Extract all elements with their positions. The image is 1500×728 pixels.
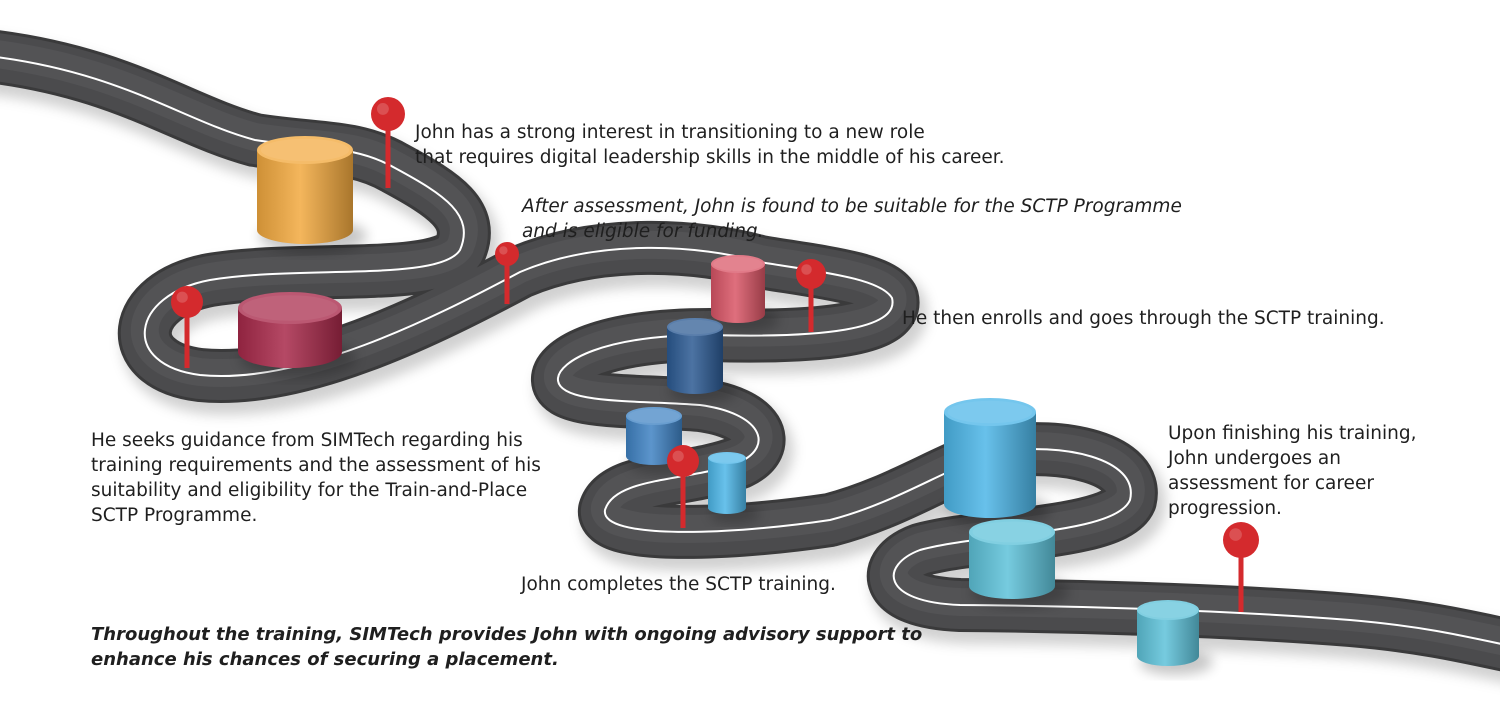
- step-3-line-1: After assessment, John is found to be su…: [522, 196, 1182, 217]
- step-2-line-3: suitability and eligibility for the Trai…: [91, 480, 528, 501]
- step-3-line-2: and is eligible for funding.: [522, 221, 764, 242]
- step-1-caption: John has a strong interest in transition…: [415, 120, 1005, 170]
- pin-step-3: [495, 242, 519, 304]
- step-6-line-2: John undergoes an: [1168, 448, 1341, 469]
- cylinder-sky-tiny: [708, 452, 760, 523]
- step-4-caption: He then enrolls and goes through the SCT…: [902, 306, 1385, 331]
- step-5-line-1: John completes the SCTP training.: [521, 574, 836, 595]
- pin-step-2: [171, 286, 203, 368]
- milestone-pins: [171, 97, 1259, 612]
- step-1-line-1: John has a strong interest in transition…: [415, 122, 925, 143]
- step-2-caption: He seeks guidance from SIMTech regarding…: [91, 428, 541, 528]
- step-3-caption: After assessment, John is found to be su…: [522, 194, 1182, 244]
- step-6-caption: Upon finishing his training, John underg…: [1168, 421, 1417, 521]
- step-6-line-3: assessment for career: [1168, 473, 1374, 494]
- step-2-line-4: SCTP Programme.: [91, 505, 258, 526]
- cylinder-teal-small: [1137, 600, 1213, 675]
- pin-step-5: [667, 445, 699, 528]
- advisory-note-line-1: Throughout the training, SIMTech provide…: [91, 624, 923, 645]
- step-1-line-2: that requires digital leadership skills …: [415, 147, 1005, 168]
- step-6-line-1: Upon finishing his training,: [1168, 423, 1417, 444]
- cylinder-sky-large: [944, 398, 1050, 527]
- step-2-line-2: training requirements and the assessment…: [91, 455, 541, 476]
- cylinder-navy: [667, 318, 737, 403]
- step-5-caption: John completes the SCTP training.: [521, 572, 836, 597]
- step-6-line-4: progression.: [1168, 498, 1282, 519]
- cylinder-orange: [257, 136, 367, 253]
- pin-step-6: [1223, 522, 1259, 612]
- cylinder-maroon: [238, 292, 356, 377]
- step-4-line-1: He then enrolls and goes through the SCT…: [902, 308, 1385, 329]
- step-2-line-1: He seeks guidance from SIMTech regarding…: [91, 430, 523, 451]
- milestone-cylinders: [238, 136, 1213, 675]
- advisory-note: Throughout the training, SIMTech provide…: [91, 622, 922, 672]
- cylinder-teal: [969, 519, 1069, 608]
- advisory-note-line-2: enhance his chances of securing a placem…: [91, 649, 559, 670]
- cylinder-pink: [711, 255, 779, 332]
- pin-step-1: [371, 97, 405, 188]
- pin-step-4: [796, 259, 826, 332]
